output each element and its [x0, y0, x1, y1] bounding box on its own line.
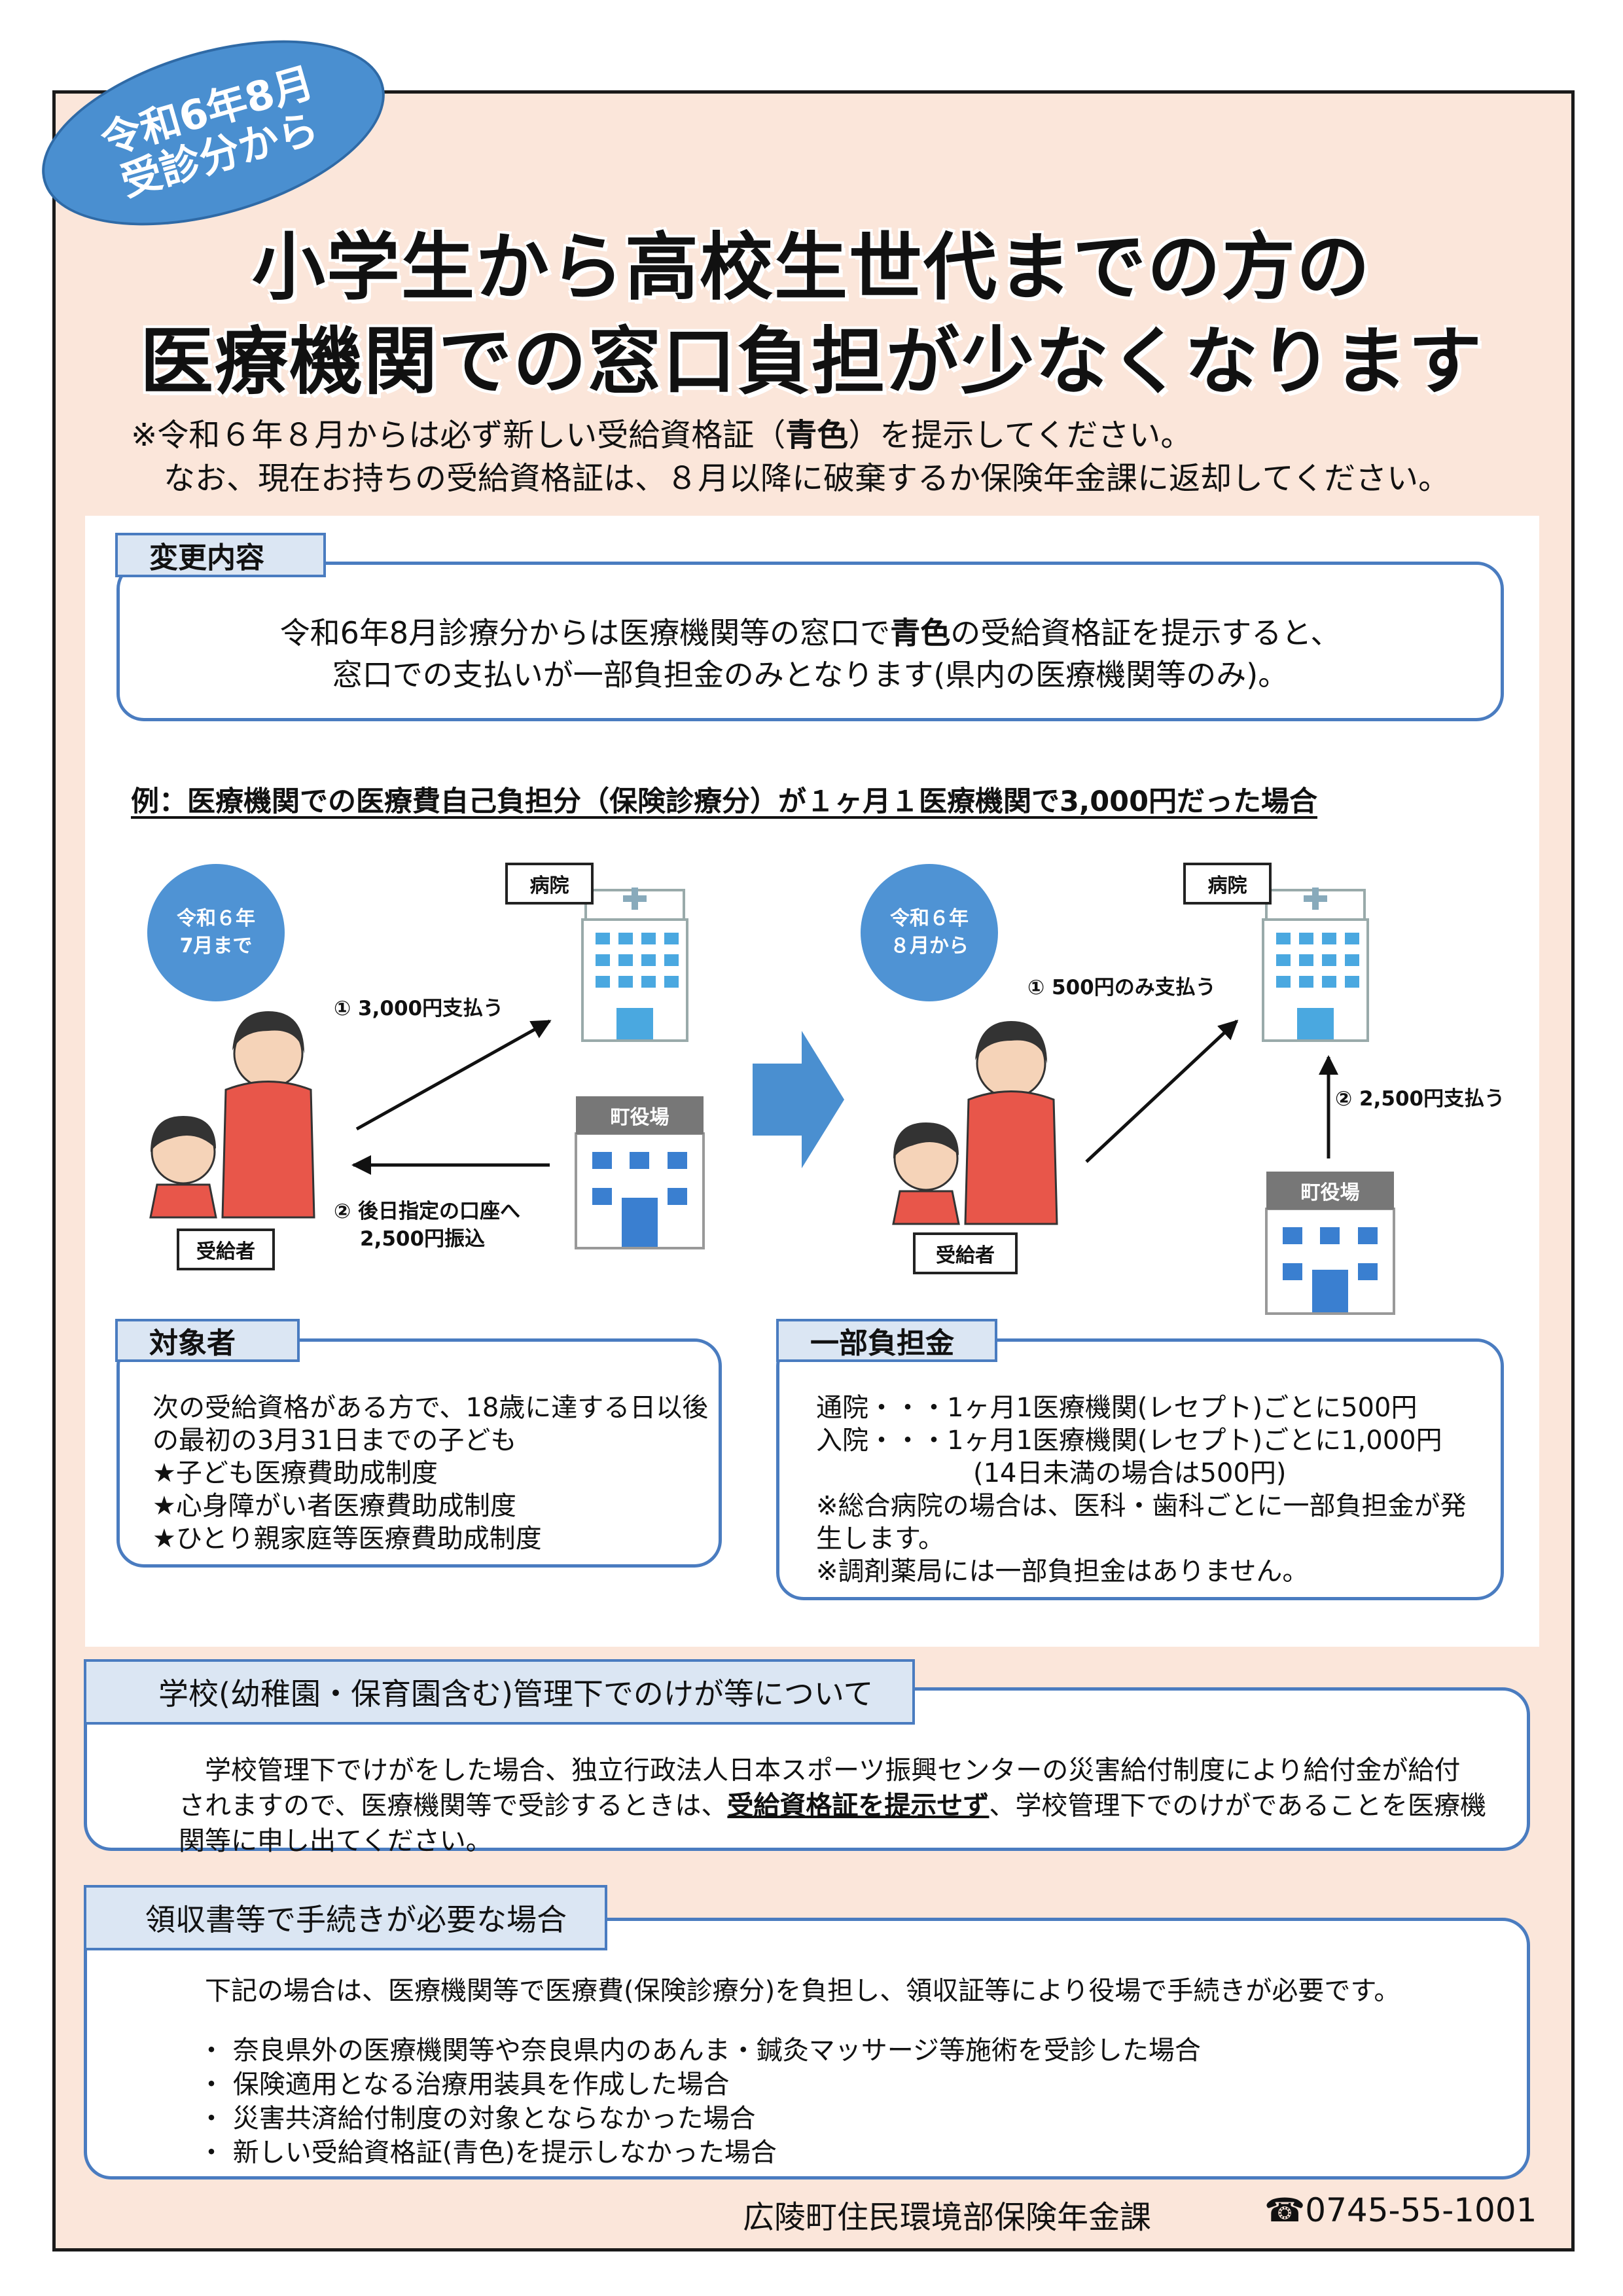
changes-text: 令和6年8月診療分からは医療機関等の窓口で青色の受給資格証を提示すると、 窓口で… [120, 612, 1501, 696]
hospital-label-before: 病院 [505, 863, 594, 905]
target-line: ★ひとり親家庭等医療費助成制度 [152, 1524, 542, 1554]
copay-line: 入院・・・1ヶ月1医療機関(レセプト)ごとに1,000円 [816, 1426, 1442, 1456]
copay-list: 通院・・・1ヶ月1医療機関(レセプト)ごとに500円 入院・・・1ヶ月1医療機関… [816, 1391, 1501, 1588]
changes-heading: 変更内容 [115, 533, 326, 577]
changes-line1-bold: 青色 [890, 615, 951, 651]
town-hall-label-after: 町役場 [1266, 1172, 1394, 1210]
period-circle-after: 令和６年 ８月から [861, 864, 998, 1001]
footer-department: 広陵町住民環境部保険年金課 [743, 2199, 1152, 2236]
target-list: 次の受給資格がある方で、18歳に達する日以後 の最初の3月31日までの子ども ★… [152, 1391, 719, 1555]
school-line2-post: 、学校管理下でのけがであることを医療機 [989, 1791, 1487, 1821]
school-heading: 学校(幼稚園・保育園含む)管理下でのけが等について [84, 1659, 915, 1725]
period-after-line1: 令和６年 [890, 907, 969, 930]
period-before-line2: 7月まで [179, 935, 253, 958]
receipt-box: 下記の場合は、医療機関等で医療費(保険診療分)を負担し、領収証等により役場で手続… [84, 1918, 1530, 2179]
changes-line2: 窓口での支払いが一部負担金のみとなります(県内の医療機関等のみ)。 [332, 657, 1289, 692]
recipient-label-after: 受給者 [913, 1232, 1018, 1274]
changes-line1-pre: 令和6年8月診療分からは医療機関等の窓口で [279, 615, 891, 651]
step2-before-line2: 2,500円振込 [360, 1227, 486, 1251]
receipt-item: ・ 奈良県外の医療機関等や奈良県内のあんま・鍼灸マッサージ等施術を受診した場合 [198, 2036, 1201, 2066]
period-before-line1: 令和６年 [177, 907, 255, 930]
target-line: ★子ども医療費助成制度 [152, 1458, 438, 1488]
page-title-line2: 医療機関での窓口負担が少なくなります [140, 319, 1483, 404]
copay-line: 生します。 [816, 1524, 944, 1554]
receipt-intro: 下記の場合は、医療機関等で医療費(保険診療分)を負担し、領収証等により役場で手続… [205, 1976, 1400, 2006]
copay-line: ※総合病院の場合は、医科・歯科ごとに一部負担金が発 [816, 1491, 1467, 1521]
town-hall-label-before: 町役場 [576, 1096, 704, 1134]
target-box: 次の受給資格がある方で、18歳に達する日以後 の最初の3月31日までの子ども ★… [116, 1338, 722, 1568]
school-line1: 学校管理下でけがをした場合、独立行政法人日本スポーツ振興センターの災害給付制度に… [179, 1755, 1461, 1785]
copay-line: 通院・・・1ヶ月1医療機関(レセプト)ごとに500円 [816, 1393, 1418, 1423]
step1-after: ① 500円のみ支払う [1027, 976, 1216, 999]
target-line: の最初の3月31日までの子ども [152, 1426, 517, 1456]
period-circle-before: 令和６年 7月まで [147, 864, 285, 1001]
step2-after: ② 2,500円支払う [1335, 1087, 1505, 1111]
notice: ※令和６年８月からは必ず新しい受給資格証（青色）を提示してください。 なお、現在… [131, 414, 1450, 500]
changes-box: 令和6年8月診療分からは医療機関等の窓口で青色の受給資格証を提示すると、 窓口で… [116, 562, 1504, 721]
receipt-list: ・ 奈良県外の医療機関等や奈良県内のあんま・鍼灸マッサージ等施術を受診した場合 … [198, 2034, 1527, 2170]
footer-phone: ☎0745-55-1001 [1264, 2191, 1537, 2229]
receipt-item: ・ 保険適用となる治療用装具を作成した場合 [198, 2070, 730, 2100]
target-heading: 対象者 [115, 1319, 300, 1362]
receipt-item: ・ 新しい受給資格証(青色)を提示しなかった場合 [198, 2138, 777, 2168]
notice-line2: なお、現在お持ちの受給資格証は、８月以降に破棄するか保険年金課に返却してください… [164, 460, 1450, 497]
school-text: 学校管理下でけがをした場合、独立行政法人日本スポーツ振興センターの災害給付制度に… [179, 1753, 1527, 1859]
hospital-label-after: 病院 [1183, 863, 1272, 905]
target-line: ★心身障がい者医療費助成制度 [152, 1491, 516, 1521]
page-title-line1: 小学生から高校生世代までの方の [252, 225, 1371, 310]
step2-before: ② 後日指定の口座へ 2,500円振込 [334, 1198, 520, 1253]
notice-line1-post: ）を提示してください。 [848, 417, 1192, 454]
example-title: 例：医療機関での医療費自己負担分（保険診療分）が１ヶ月１医療機関で3,000円だ… [131, 785, 1318, 818]
recipient-label-before: 受給者 [177, 1229, 275, 1270]
changes-line1: 令和6年8月診療分からは医療機関等の窓口で青色の受給資格証を提示すると、 [120, 612, 1501, 654]
receipt-heading: 領収書等で手続きが必要な場合 [84, 1885, 607, 1950]
changes-line1-post: の受給資格証を提示すると、 [950, 615, 1341, 651]
notice-line1-pre: ※令和６年８月からは必ず新しい受給資格証（ [131, 417, 786, 454]
step1-before: ① 3,000円支払う [334, 997, 504, 1020]
notice-line1-bold: 青色 [785, 417, 849, 454]
copay-box: 通院・・・1ヶ月1医療機関(レセプト)ごとに500円 入院・・・1ヶ月1医療機関… [776, 1338, 1504, 1600]
target-line: 次の受給資格がある方で、18歳に達する日以後 [152, 1393, 709, 1423]
school-line2-pre: されますので、医療機関等で受診するときは、 [179, 1791, 728, 1821]
receipt-item: ・ 災害共済給付制度の対象とならなかった場合 [198, 2104, 756, 2134]
copay-line: ※調剤薬局には一部負担金はありません。 [816, 1556, 1309, 1587]
copay-heading: 一部負担金 [776, 1319, 997, 1362]
step2-before-line1: ② 後日指定の口座へ [334, 1200, 521, 1223]
school-line2-bold: 受給資格証を提示せず [727, 1791, 990, 1821]
school-line3: 関等に申し出てください。 [179, 1826, 492, 1856]
notice-line1: ※令和６年８月からは必ず新しい受給資格証（青色）を提示してください。 [131, 414, 1450, 457]
copay-line: (14日未満の場合は500円) [816, 1458, 1287, 1488]
period-after-line2: ８月から [890, 935, 969, 958]
school-line2: されますので、医療機関等で受診するときは、受給資格証を提示せず、学校管理下でのけ… [179, 1788, 1527, 1823]
